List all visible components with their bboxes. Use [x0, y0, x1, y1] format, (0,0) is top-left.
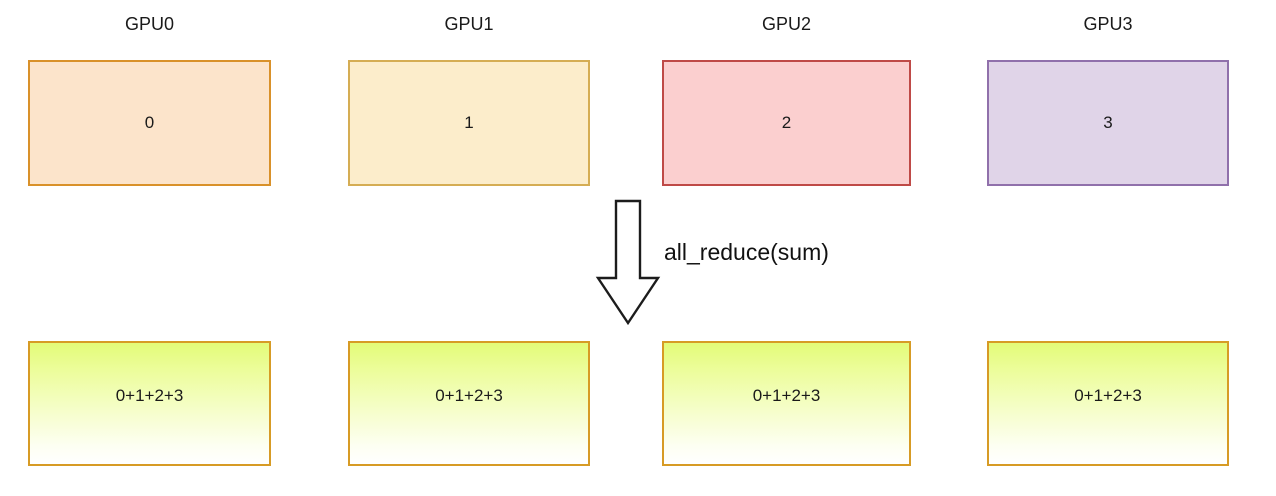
gpu-input-box-1: 1	[348, 60, 590, 186]
gpu-output-box-1: 0+1+2+3	[348, 341, 590, 466]
gpu-input-value-2: 2	[781, 113, 792, 132]
gpu-input-value-3: 3	[1103, 113, 1113, 132]
gpu-output-box-2: 0+1+2+3	[662, 341, 911, 466]
gpu-output-value-1: 0+1+2+3	[435, 385, 503, 405]
all-reduce-arrow	[592, 196, 664, 328]
gpu-input-box-0: 0	[28, 60, 271, 186]
gpu-output-value-3: 0+1+2+3	[1074, 385, 1142, 405]
gpu-input-value-1: 1	[464, 113, 474, 132]
gpu-output-box-0: 0+1+2+3	[28, 341, 271, 466]
gpu-input-box-2: 2	[662, 60, 911, 186]
gpu-output-value-0: 0+1+2+3	[115, 385, 184, 405]
gpu-label-3: GPU3	[1083, 14, 1133, 34]
gpu-column-3: GPU3 3 0+1+2+3	[987, 0, 1229, 496]
gpu-label-2: GPU2	[761, 14, 812, 34]
gpu-input-value-0: 0	[144, 113, 155, 132]
gpu-column-2: GPU2 2 0+1+2+3	[662, 0, 911, 496]
gpu-input-box-3: 3	[987, 60, 1229, 186]
gpu-column-0: GPU0 0 0+1+2+3	[28, 0, 271, 496]
gpu-column-1: GPU1 1 0+1+2+3	[348, 0, 590, 496]
gpu-label-1: GPU1	[444, 14, 494, 34]
gpu-output-value-2: 0+1+2+3	[752, 385, 821, 405]
operation-label: all_reduce(sum)	[664, 239, 829, 265]
gpu-output-box-3: 0+1+2+3	[987, 341, 1229, 466]
gpu-label-0: GPU0	[124, 14, 175, 34]
down-block-arrow-icon	[595, 199, 661, 326]
